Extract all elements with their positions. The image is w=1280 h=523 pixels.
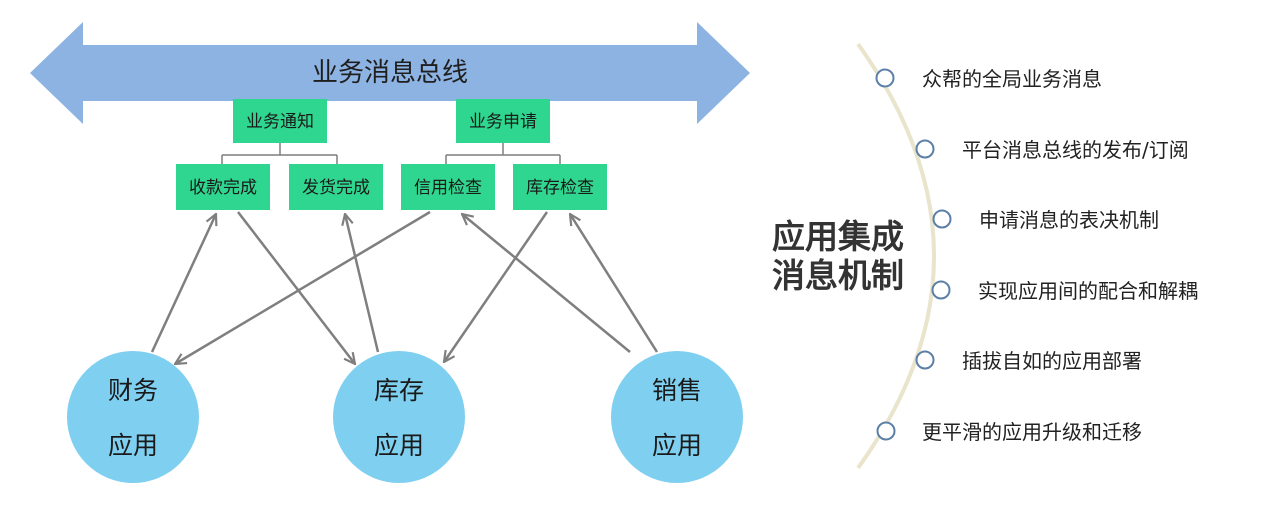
mechanism-title: 应用集成 消息机制 [772,217,904,295]
bullet-icon [931,280,951,300]
request-connector [445,143,561,164]
mechanism-item-label: 申请消息的表决机制 [979,208,1159,232]
notify-connector [221,143,338,164]
mechanism-item: 实现应用间的配合和解耦 [931,279,1198,303]
app-inventory-line2: 应用 [374,431,424,460]
bullet-icon [915,139,935,159]
app-sales: 销售 应用 [611,351,743,483]
mechanism-title-line1: 应用集成 [772,217,904,256]
message-bus: 业务消息总线 [30,22,750,124]
message-bus-label: 业务消息总线 [312,58,468,88]
mechanism-arc [856,42,936,470]
mechanism-title-line2: 消息机制 [772,256,904,295]
arrow-stock-to-inventory [444,211,549,362]
app-inventory: 库存 应用 [333,351,465,483]
app-sales-line1: 销售 [652,376,702,405]
mechanism-item-label: 平台消息总线的发布/订阅 [962,138,1189,162]
category-notify: 业务通知 [233,99,327,143]
category-request-label: 业务申请 [469,112,537,132]
message-stock-check-label: 库存检查 [526,178,594,198]
mechanism-item: 平台消息总线的发布/订阅 [915,138,1189,162]
message-credit-check: 信用检查 [401,164,495,210]
app-finance: 财务 应用 [67,351,199,483]
message-shipment-done: 发货完成 [289,164,383,210]
arrow-sales-to-stock [570,214,659,353]
mechanism-item-label: 插拔自如的应用部署 [962,349,1142,373]
arrow-finance-to-payment [150,214,216,353]
mechanism-item: 插拔自如的应用部署 [915,349,1142,373]
arrow-payment-to-inventory [237,211,355,364]
flow-arrows [150,210,659,364]
message-credit-check-label: 信用检查 [414,178,482,198]
bullet-icon [932,209,952,229]
arrow-sales-to-credit [462,214,631,353]
app-finance-line2: 应用 [108,431,158,460]
app-sales-line2: 应用 [652,431,702,460]
category-request: 业务申请 [456,99,550,143]
arrow-inventory-to-shipment [345,214,380,353]
bullet-icon [875,68,895,88]
message-stock-check: 库存检查 [513,164,607,210]
message-payment-done: 收款完成 [176,164,270,210]
mechanism-item-label: 众帮的全局业务消息 [922,67,1102,91]
category-connectors [221,143,561,164]
mechanism-item: 申请消息的表决机制 [932,208,1159,232]
mechanism-item: 众帮的全局业务消息 [875,67,1102,91]
mechanism-item-label: 实现应用间的配合和解耦 [978,279,1198,303]
message-bus-arrow [30,22,750,124]
message-shipment-done-label: 发货完成 [302,178,370,198]
bullet-icon [876,421,896,441]
message-payment-done-label: 收款完成 [189,178,257,198]
mechanism-item: 更平滑的应用升级和迁移 [876,420,1142,444]
mechanism-list: 众帮的全局业务消息 平台消息总线的发布/订阅 申请消息的表决机制 实现应用间的配… [875,67,1198,444]
app-inventory-line1: 库存 [374,376,424,405]
mechanism-item-label: 更平滑的应用升级和迁移 [922,420,1142,444]
bullet-icon [915,350,935,370]
arrow-credit-to-finance [175,210,431,364]
app-finance-line1: 财务 [108,376,158,405]
category-notify-label: 业务通知 [246,112,314,132]
